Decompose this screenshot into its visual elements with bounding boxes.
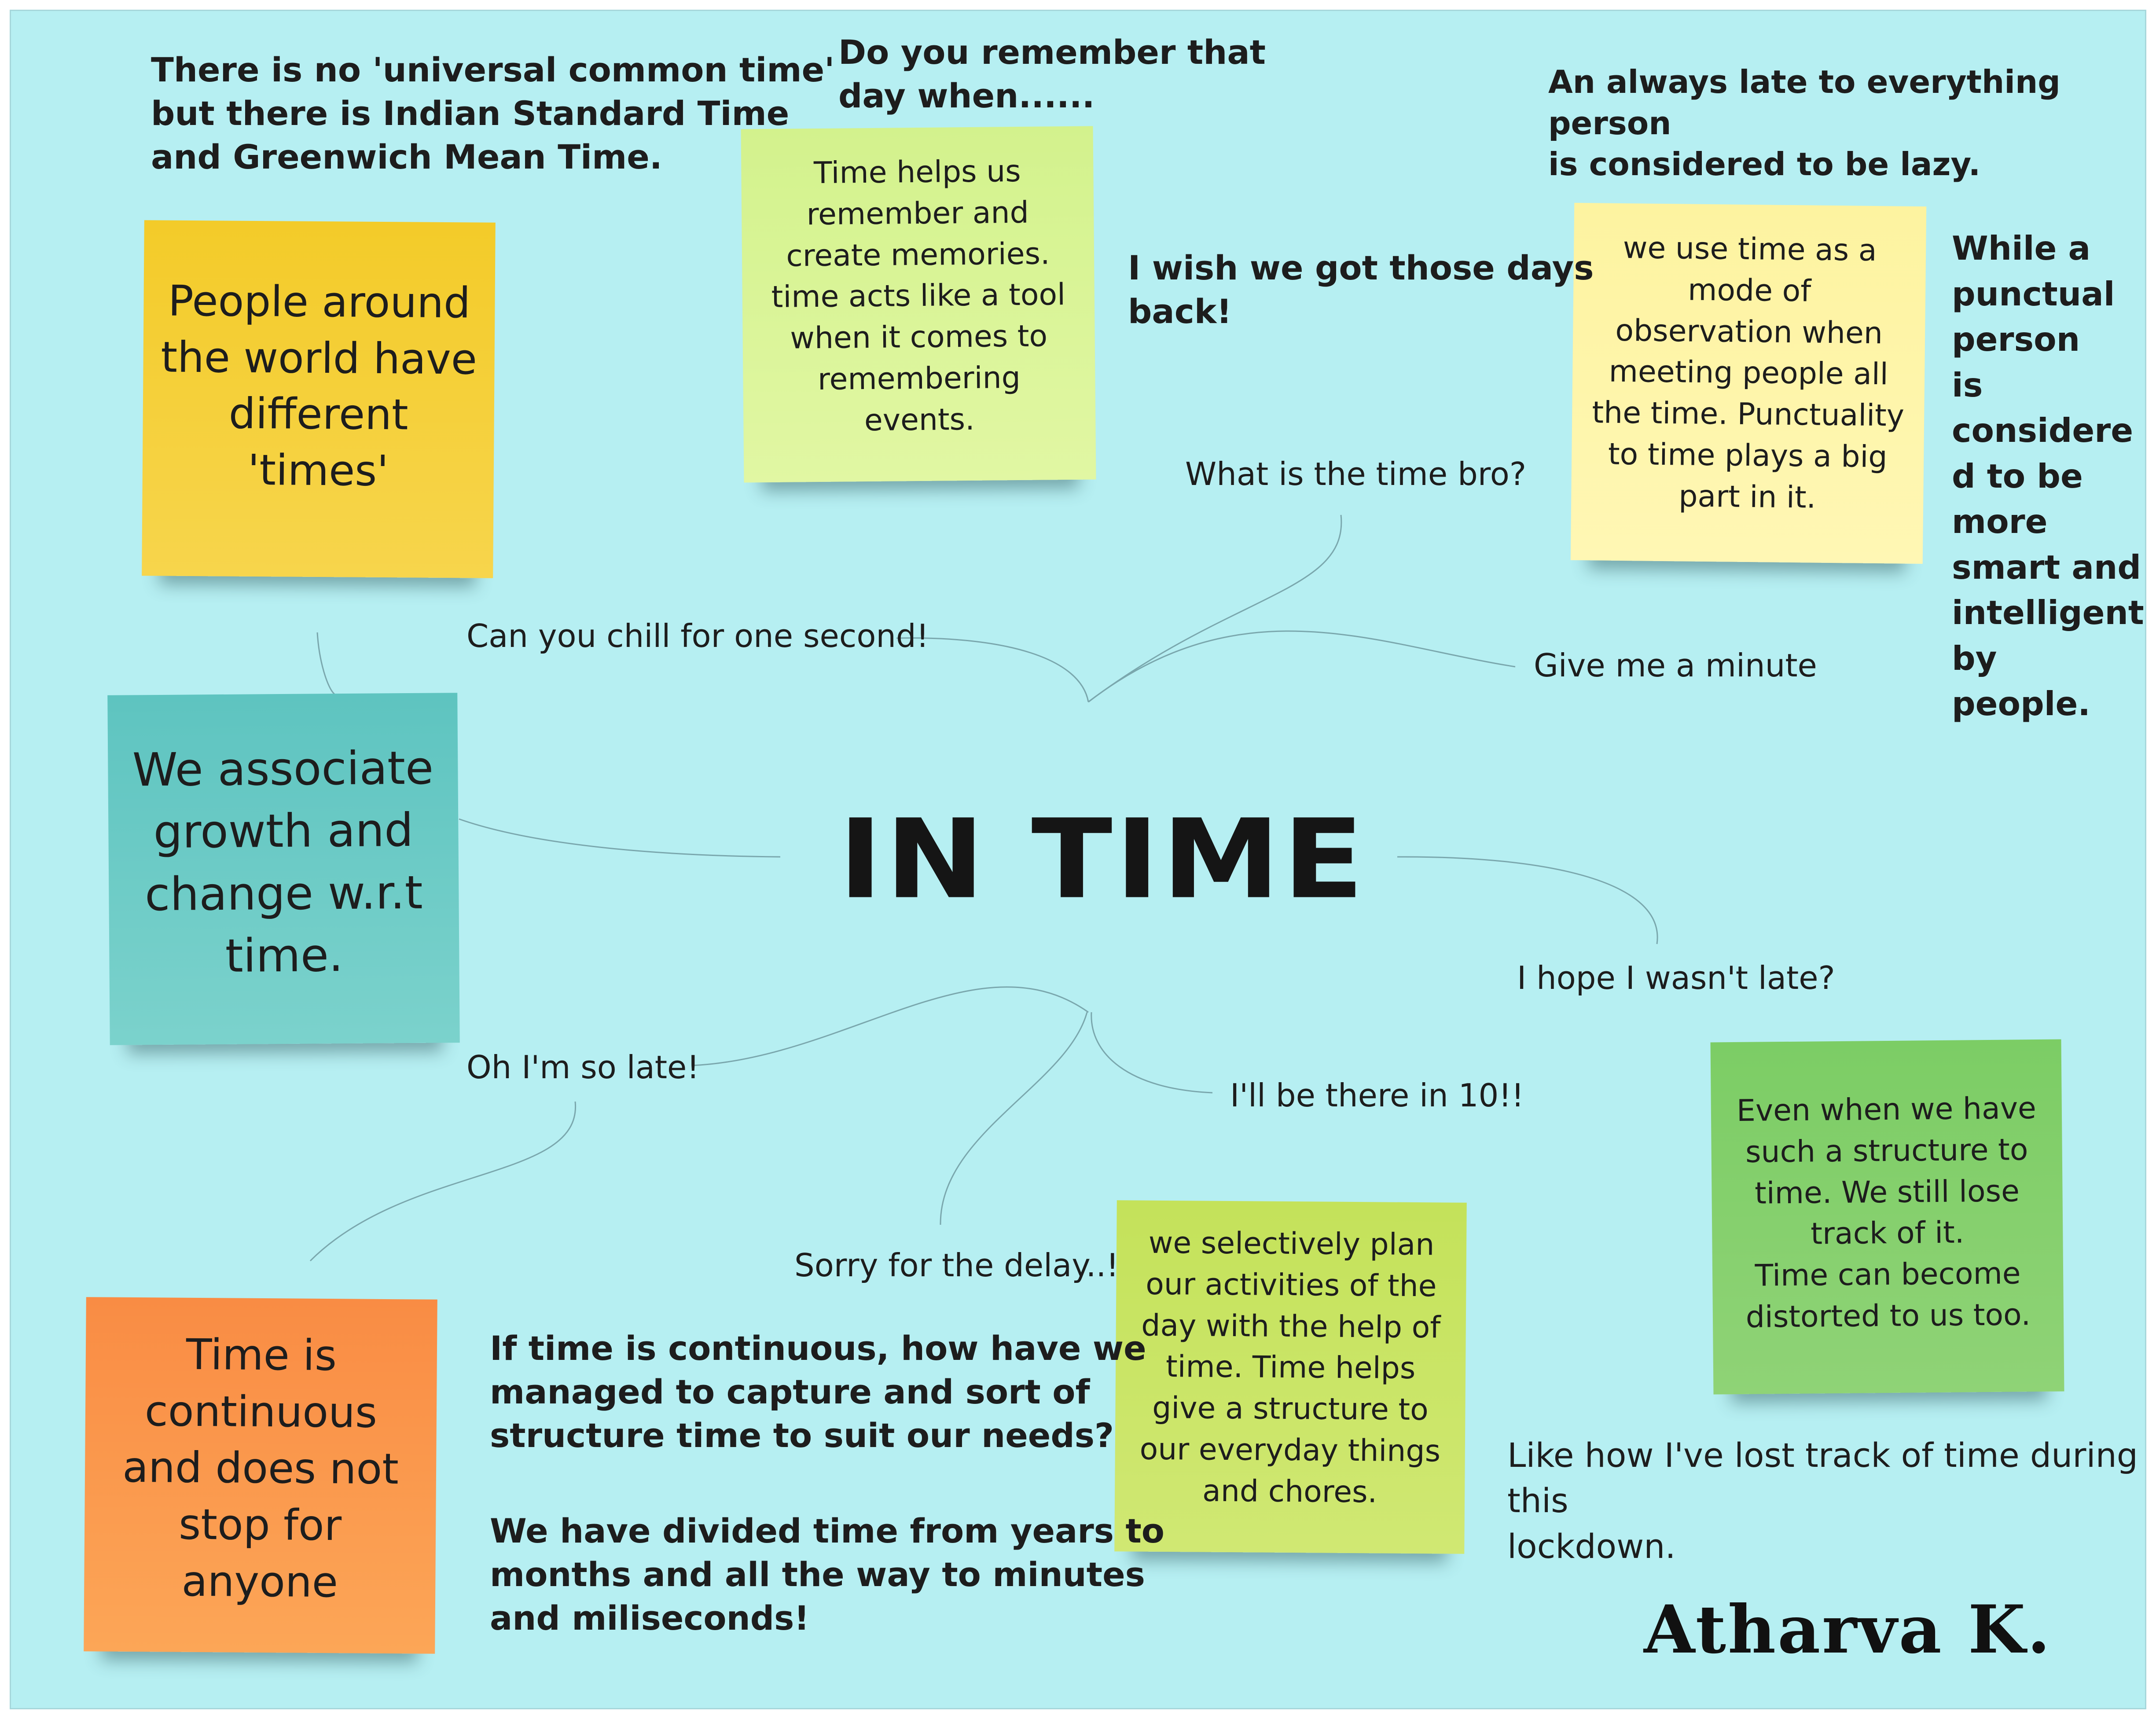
author-signature: Atharva K. [1644,1591,2052,1668]
connector-minute [1088,630,1516,703]
phrase-chill: Can you chill for one second! [466,617,929,654]
connector-growth [459,818,781,858]
note-plan: we selectively plan our activities of th… [1114,1200,1467,1554]
text-wish-back: I wish we got those days back! [1128,248,1594,331]
connector-continuous [309,1101,576,1262]
text-late-person: An always late to everything person is c… [1548,63,2061,183]
connector-hope-late [1397,856,1658,944]
connector-delay [940,1012,1088,1225]
phrase-hope-late: I hope I wasn't late? [1517,959,1835,996]
text-divided-time: We have divided time from years to month… [490,1511,1164,1638]
phrase-lockdown: Like how I've lost track of time during … [1507,1436,2138,1566]
phrase-minute: Give me a minute [1534,647,1817,684]
note-continuous: Time is continuous and does not stop for… [84,1297,437,1654]
page-title: IN TIME [838,795,1367,923]
phrase-so-late: Oh I'm so late! [466,1049,700,1086]
connector-people [316,632,335,695]
text-punctual-person: While a punctual person is considere d t… [1952,229,2144,723]
note-structure: Even when we have such a structure to ti… [1710,1039,2064,1395]
note-people-times-text: People around the world have different '… [161,276,477,496]
note-growth-text: We associate growth and change w.r.t tim… [132,741,434,983]
mind-map-board: People around the world have different '… [10,10,2146,1709]
text-universal-time: There is no 'universal common time' but … [151,50,835,176]
connector-so-late [692,986,1089,1066]
note-observation-text: we use time as a mode of observation whe… [1592,230,1905,515]
note-observation: we use time as a mode of observation whe… [1570,202,1927,564]
note-people-times: People around the world have different '… [142,220,496,578]
note-memories: Time helps us remember and create memori… [741,126,1096,483]
note-growth: We associate growth and change w.r.t tim… [107,693,460,1045]
note-continuous-text: Time is continuous and does not stop for… [122,1330,399,1607]
connector-time-bro [1088,514,1342,703]
phrase-delay: Sorry for the delay..! [794,1247,1119,1284]
connector-be-there [1091,1012,1213,1094]
phrase-be-there: I'll be there in 10!! [1230,1077,1524,1114]
text-continuous-question: If time is continuous, how have we manag… [490,1329,1146,1455]
note-structure-text: Even when we have such a structure to ti… [1736,1091,2037,1335]
note-memories-text: Time helps us remember and create memori… [771,154,1066,438]
text-remember-day: Do you remember that day when...... [838,33,1266,115]
phrase-time-bro: What is the time bro? [1185,455,1527,492]
note-plan-text: we selectively plan our activities of th… [1139,1225,1441,1510]
